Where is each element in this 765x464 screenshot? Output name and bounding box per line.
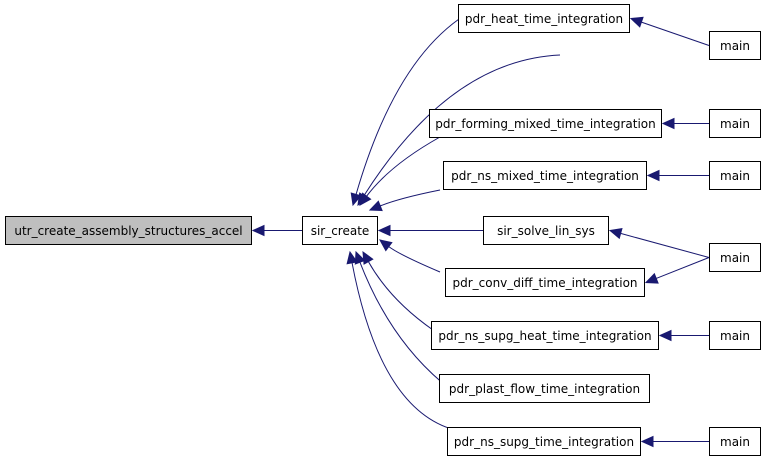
edge-main1-to-heat [641, 21, 710, 46]
arrowhead-main1-to-heat [629, 16, 644, 28]
node-main-2[interactable]: main [709, 109, 761, 138]
edge-forming-to-sir_create [366, 136, 441, 197]
node-pdr-ns-supg-heat-time-integration[interactable]: pdr_ns_supg_heat_time_integration [431, 321, 659, 350]
node-main-5[interactable]: main [709, 321, 761, 350]
edge-ns_mixed-to-sir_create [380, 189, 441, 207]
node-main-3[interactable]: main [709, 161, 761, 190]
edge-main4-to-conv [656, 257, 710, 279]
arrowhead-heat-to-sir_create [350, 192, 362, 207]
node-pdr-conv-diff-time-integration[interactable]: pdr_conv_diff_time_integration [445, 268, 645, 297]
node-pdr-plast-flow-time-integration[interactable]: pdr_plast_flow_time_integration [439, 374, 650, 403]
node-utr-create-assembly-structures-accel: utr_create_assembly_structures_accel [5, 216, 252, 245]
arrowhead-plast-to-sir_create [354, 250, 366, 265]
arrowhead-main4-to-solve [608, 227, 623, 240]
arrowhead-main5-to-supg_heat [658, 329, 672, 342]
node-sir-create[interactable]: sir_create [302, 216, 378, 245]
node-main-4[interactable]: main [709, 243, 761, 272]
edge-supg-to-sir_create [351, 262, 456, 431]
arrowhead-main2-to-forming [661, 117, 675, 130]
node-pdr-ns-mixed-time-integration[interactable]: pdr_ns_mixed_time_integration [443, 161, 647, 190]
edge-main4-to-solve [620, 232, 710, 258]
arrowhead-main3-to-ns_mixed [646, 169, 660, 182]
arrowhead-solve-to-sir_create [377, 224, 391, 237]
node-main-1[interactable]: main [709, 31, 761, 60]
edge-conv-to-sir_create [388, 246, 441, 273]
arrowhead-sir_create-to-utr [251, 224, 265, 237]
arrowhead-ns_mixed-to-sir_create [368, 200, 383, 212]
node-main-6[interactable]: main [709, 427, 761, 456]
arrowhead-main4-to-conv [644, 272, 659, 284]
node-pdr-heat-time-integration[interactable]: pdr_heat_time_integration [458, 4, 630, 33]
arrowhead-supg_heat-to-sir_create [362, 250, 374, 265]
edge-plast-to-sir_create [359, 262, 446, 386]
node-sir-solve-lin-sys[interactable]: sir_solve_lin_sys [483, 216, 609, 245]
arrowhead-conv-to-sir_create [379, 239, 393, 252]
edge-supg_heat-to-sir_create [367, 261, 434, 331]
node-pdr-ns-supg-time-integration[interactable]: pdr_ns_supg_time_integration [447, 427, 641, 456]
arrowhead-forming-to-sir_create [359, 192, 372, 206]
edge-heat-to-sir_create [355, 14, 466, 195]
arrowhead-supg-to-sir_create [346, 250, 358, 265]
node-pdr-forming-mixed-time-integration[interactable]: pdr_forming_mixed_time_integration [429, 109, 662, 138]
edge-main1-to-sir_create [363, 54, 561, 196]
arrowhead-main6-to-supg [640, 435, 654, 448]
